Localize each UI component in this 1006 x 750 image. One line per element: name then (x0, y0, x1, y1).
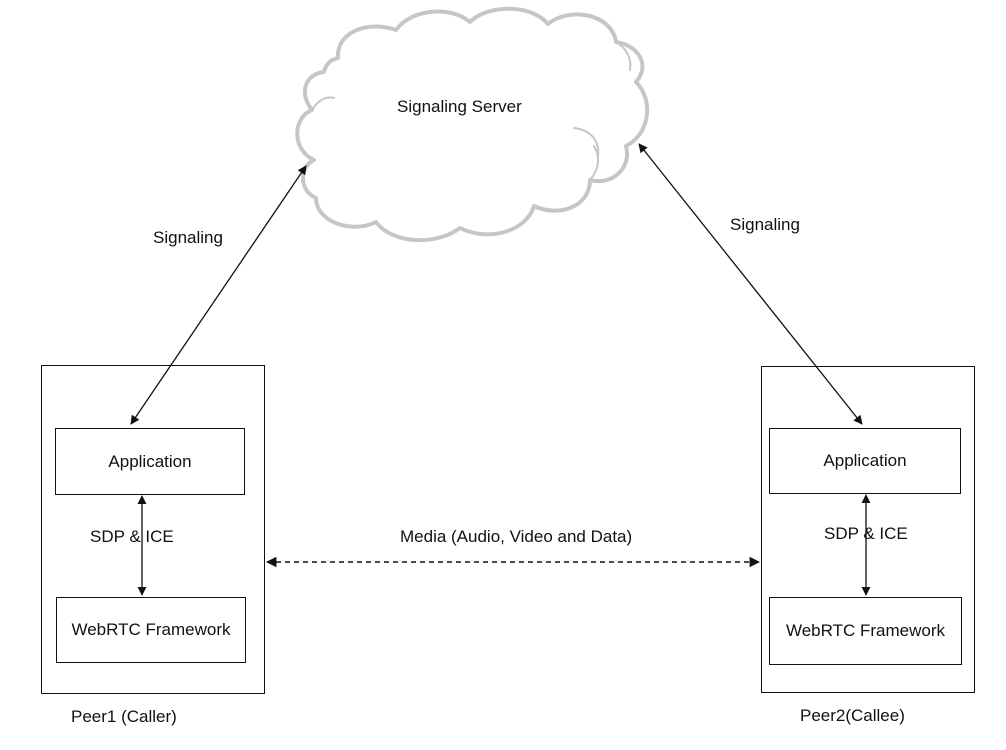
peer2-container (761, 366, 975, 693)
peer1-application-box (55, 428, 245, 495)
media-label: Media (Audio, Video and Data) (400, 527, 633, 546)
peer2-sdp-ice-label: SDP & ICE (824, 524, 908, 543)
signaling-server-cloud (295, 6, 650, 243)
peer2-framework-box (769, 597, 962, 665)
peer2-application-box (769, 428, 961, 494)
peer1-application-label: Application (108, 451, 192, 471)
signaling-label-right: Signaling (730, 215, 800, 234)
peer1-label: Peer1 (Caller) (71, 707, 177, 726)
signaling-label-left: Signaling (153, 228, 223, 247)
signaling-arrow-right (638, 143, 863, 425)
peer1-framework-box (56, 597, 246, 663)
peer2-label: Peer2(Callee) (800, 706, 905, 725)
peer1-framework-label: WebRTC Framework (71, 620, 231, 639)
peer2-application-label: Application (823, 451, 907, 470)
peer2-framework-label: WebRTC Framework (785, 621, 945, 640)
signaling-server-label: Signaling Server (397, 97, 522, 116)
signaling-arrow-left (130, 165, 307, 425)
peer1-sdp-ice-label: SDP & ICE (90, 527, 174, 546)
